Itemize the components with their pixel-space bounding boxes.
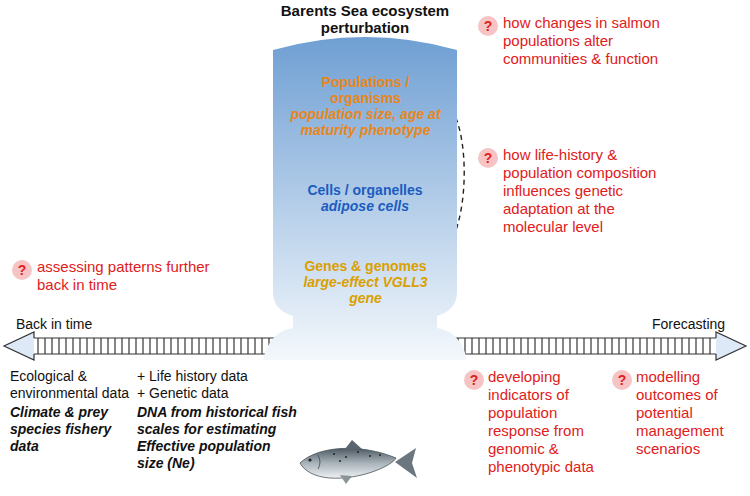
level-detail: adipose cells bbox=[304, 198, 426, 214]
data-note: Ecological & environmental data bbox=[10, 368, 132, 402]
research-question: how life-history & population compositio… bbox=[503, 146, 663, 236]
research-question: developing indicators of population resp… bbox=[488, 368, 608, 476]
question-mark: ? bbox=[612, 370, 632, 390]
timeline-label: Forecasting bbox=[652, 316, 725, 333]
research-question: modelling outcomes of potential manageme… bbox=[636, 368, 746, 458]
level-detail: population size, age at maturity phenoty… bbox=[289, 106, 442, 138]
timeline-label: Back in time bbox=[16, 316, 92, 333]
level-heading: Populations / organisms bbox=[289, 74, 442, 106]
research-question: assessing patterns further back in time bbox=[37, 258, 212, 294]
data-note: + Genetic data bbox=[137, 385, 297, 402]
question-mark: ? bbox=[12, 260, 32, 280]
data-note: DNA from historical fish scales for esti… bbox=[137, 404, 299, 472]
diagram-title: Barents Sea ecosystem perturbation bbox=[280, 2, 450, 36]
data-note: Climate & prey species fishery data bbox=[10, 404, 132, 455]
level-heading: Genes & genomes bbox=[300, 258, 431, 274]
question-mark: ? bbox=[478, 148, 498, 168]
gene-level: Genes & genomeslarge-effect VGLL3 gene bbox=[300, 258, 431, 306]
population-level: Populations / organismspopulation size, … bbox=[289, 74, 442, 138]
level-detail: large-effect VGLL3 gene bbox=[300, 274, 431, 306]
question-mark: ? bbox=[464, 370, 484, 390]
data-note: + Life history data bbox=[137, 368, 297, 385]
question-mark: ? bbox=[478, 16, 498, 36]
level-heading: Cells / organelles bbox=[304, 182, 426, 198]
cell-level: Cells / organellesadipose cells bbox=[304, 182, 426, 214]
bottle-outline bbox=[265, 2, 465, 360]
ecosystem-shape: Barents Sea ecosystem perturbationPopula… bbox=[265, 2, 465, 360]
salmon-illustration bbox=[300, 440, 417, 484]
research-question: how changes in salmon populations alter … bbox=[503, 14, 671, 68]
